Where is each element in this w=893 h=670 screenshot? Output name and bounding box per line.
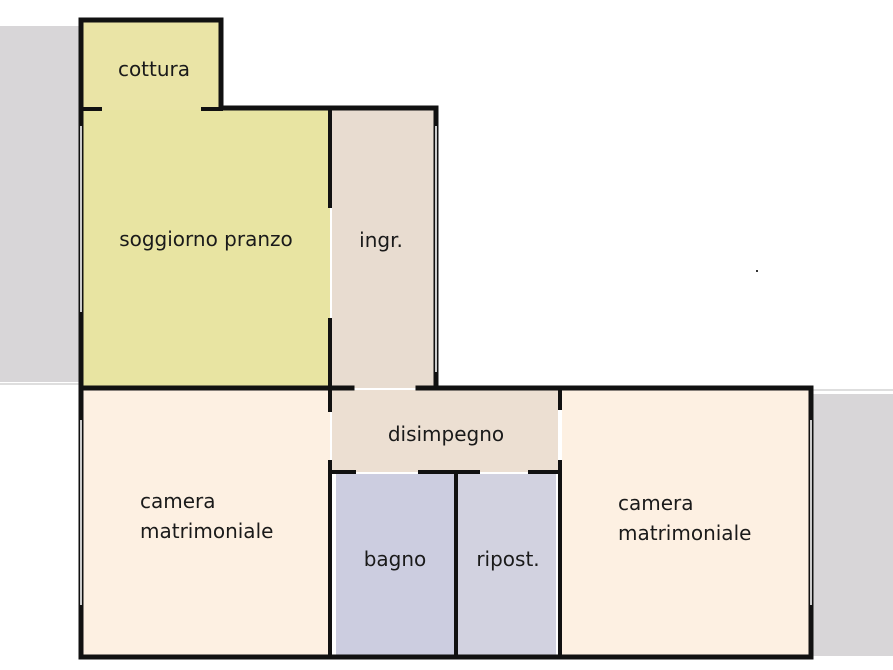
outside-area-right bbox=[813, 394, 893, 656]
room-ingresso bbox=[332, 110, 434, 388]
stray-dot bbox=[756, 270, 758, 272]
label-disimpegno: disimpegno bbox=[388, 422, 504, 446]
label-camera-right-line1: camera bbox=[618, 491, 694, 515]
label-cottura: cottura bbox=[118, 57, 190, 81]
walls bbox=[78, 17, 814, 660]
label-ingresso: ingr. bbox=[359, 228, 403, 252]
room-camera-right bbox=[562, 390, 809, 655]
window-glass bbox=[80, 126, 812, 605]
room-disimpegno bbox=[332, 390, 558, 472]
label-camera-left-line1: camera bbox=[140, 489, 216, 513]
label-camera-right-line2: matrimoniale bbox=[618, 521, 751, 545]
label-bagno: bagno bbox=[364, 547, 427, 571]
outside-area-left bbox=[0, 26, 80, 382]
label-ripostiglio: ripost. bbox=[476, 547, 539, 571]
room-soggiorno-pranzo bbox=[83, 110, 330, 386]
room-bagno bbox=[336, 474, 454, 655]
room-cottura bbox=[83, 22, 219, 110]
label-soggiorno-pranzo: soggiorno pranzo bbox=[119, 227, 293, 251]
room-camera-left bbox=[83, 390, 330, 655]
room-ripostiglio bbox=[458, 474, 556, 655]
label-camera-left-line2: matrimoniale bbox=[140, 519, 273, 543]
